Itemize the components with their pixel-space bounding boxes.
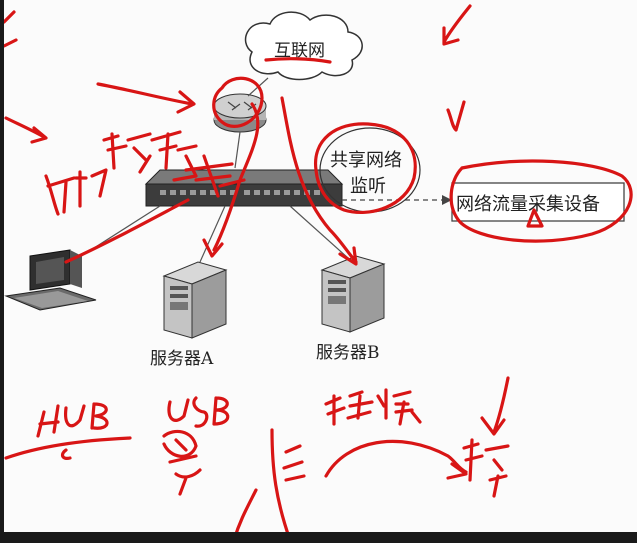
annotation-arrow: [442, 4, 472, 46]
mirror-arrow: [342, 195, 452, 205]
frame-border-left: [0, 0, 4, 543]
shared-monitor-label-line1: 共享网络: [330, 150, 402, 171]
server-b-icon: [320, 255, 386, 333]
annotation-check: [446, 100, 466, 132]
shared-monitor-label-line2: 监听: [350, 176, 386, 197]
hub-server-a-cable: [199, 205, 226, 263]
capture-device-label: 网络流量采集设备: [456, 194, 600, 215]
server-b-label: 服务器B: [316, 343, 380, 363]
annotation-mark: [2, 38, 18, 48]
annotation-mark: [2, 10, 16, 24]
internet-cloud: [244, 11, 363, 81]
workstation-icon: [4, 249, 97, 311]
internet-label: 互联网: [274, 41, 325, 61]
annotation-underline: [264, 57, 332, 64]
annotation-circle: [212, 76, 264, 128]
annotation-arrow: [96, 82, 196, 114]
hub-server-b-cable: [289, 205, 349, 259]
frame-border-bottom: [0, 532, 637, 543]
annotation-arrow: [4, 116, 48, 144]
server-a-label: 服务器A: [150, 349, 214, 369]
server-a-icon: [162, 261, 228, 339]
router-hub-cable: [234, 131, 241, 169]
